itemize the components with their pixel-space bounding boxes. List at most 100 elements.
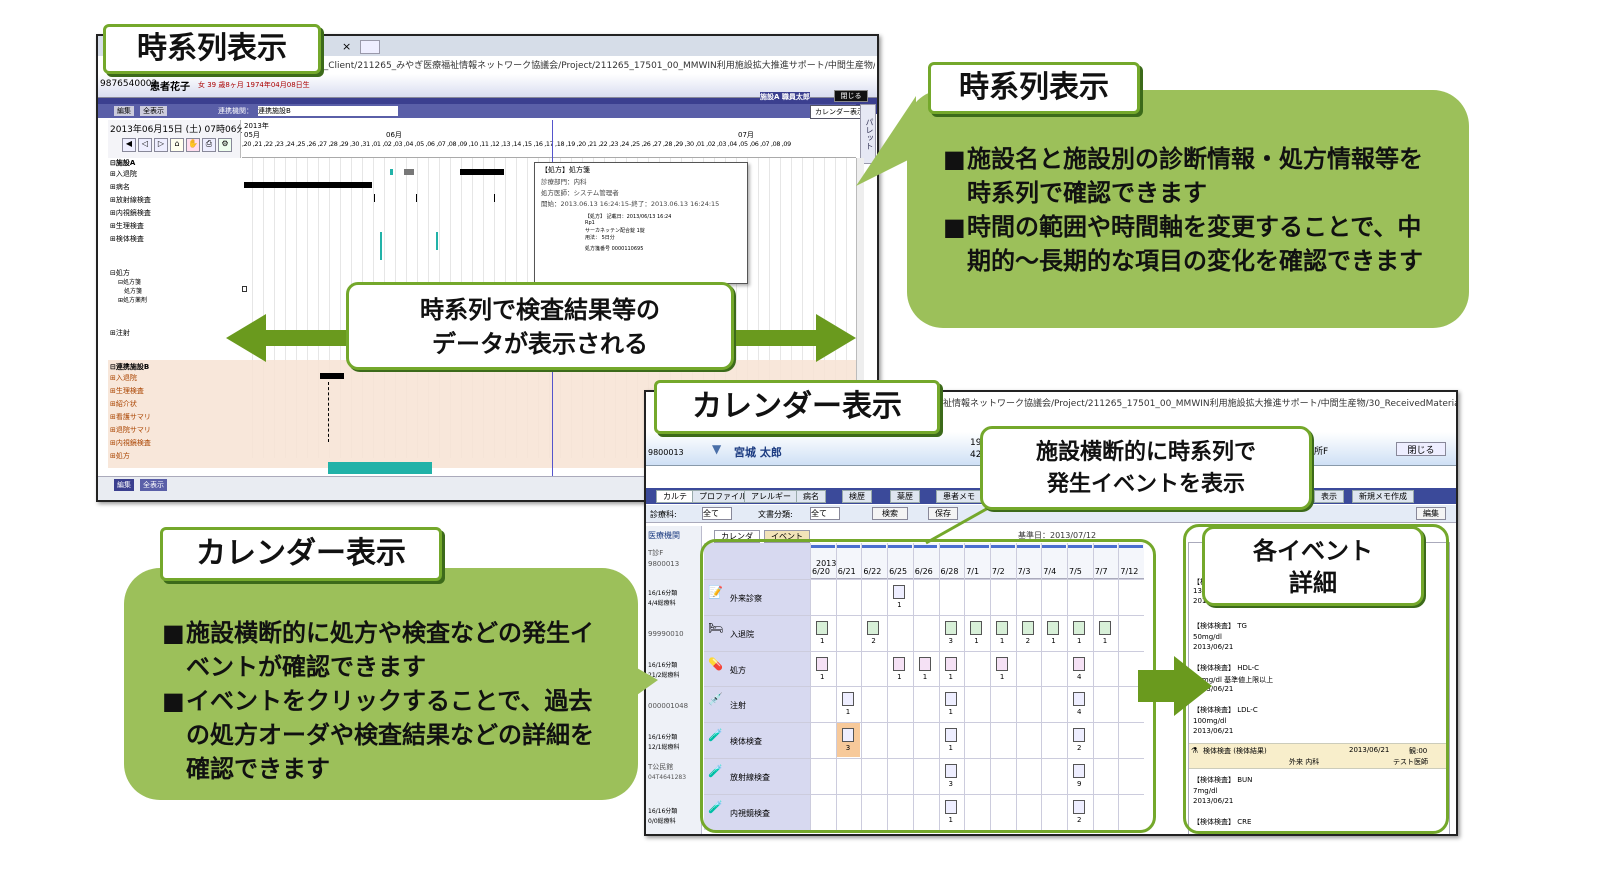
tab-profile[interactable]: プロファイル	[692, 490, 754, 503]
calendar-event-icon[interactable]	[1073, 692, 1085, 707]
calendar-event-icon[interactable]	[1073, 656, 1085, 671]
fl-4[interactable]: 99990010	[648, 630, 684, 638]
nav-next-icon[interactable]: ▷	[154, 138, 168, 152]
row-b-admission[interactable]: ⊞入退院	[110, 374, 137, 382]
calendar-event-icon[interactable]	[893, 585, 906, 599]
row-prescription[interactable]: ⊟処方	[110, 269, 130, 277]
calendar-event-icon[interactable]	[841, 728, 854, 743]
row-rx-form[interactable]: ⊟処方箋	[118, 279, 142, 286]
bottom-tab-edit[interactable]: 編集	[114, 479, 134, 491]
calendar-event-icon[interactable]	[816, 620, 828, 635]
detail-section-header[interactable]: ⚗ 検体検査 (検体結果) 2013/06/21 観:00 外来 内科 テスト医…	[1189, 743, 1449, 769]
calendar-event-icon[interactable]	[1073, 799, 1085, 814]
dept-select[interactable]: 全て	[702, 507, 732, 520]
calendar-event-icon[interactable]	[944, 656, 957, 671]
row-b-referral[interactable]: ⊞紹介状	[110, 400, 137, 408]
fl-11[interactable]: 04T4641283	[648, 774, 687, 781]
calendar-event-icon[interactable]	[1021, 620, 1034, 635]
tab-exam-history[interactable]: 検歴	[842, 490, 872, 503]
calendar-event-icon[interactable]	[1073, 764, 1085, 778]
row-physiology[interactable]: ⊞生理検査	[110, 222, 144, 230]
calendar-event-icon[interactable]	[995, 620, 1008, 635]
row-endoscopy[interactable]: ⊞内視鏡検査	[110, 209, 151, 217]
print-icon[interactable]: ⎙	[202, 138, 216, 152]
edit-button[interactable]: 編集	[1416, 507, 1446, 520]
event-bar-disease[interactable]	[244, 182, 372, 188]
row-radiology[interactable]: ⊞放射線検査	[110, 196, 151, 204]
doc-select[interactable]: 全て	[810, 507, 840, 520]
fl-7[interactable]: 000001048	[648, 702, 689, 710]
home-icon[interactable]: ⌂	[170, 138, 184, 152]
calendar-event-icon[interactable]	[944, 799, 957, 814]
bottom-tab-all[interactable]: 全表示	[140, 479, 167, 491]
calendar-event-icon[interactable]	[918, 656, 931, 671]
fl-1[interactable]: 9800013	[648, 560, 680, 568]
row-admission[interactable]: ⊞入退院	[110, 170, 137, 178]
fl-0[interactable]: T診F	[648, 549, 664, 557]
tab-close-icon[interactable]: ×	[342, 40, 352, 53]
event-bar-b-prescription[interactable]	[328, 462, 432, 474]
nav-prev-icon[interactable]: ◁	[138, 138, 152, 152]
tab-edit[interactable]: 編集	[114, 106, 134, 116]
event-bar-admission-2[interactable]	[460, 169, 504, 175]
row-specimen[interactable]: ⊞検体検査	[110, 235, 144, 243]
event-mark-radiology-1[interactable]	[374, 194, 375, 202]
row-rx-form-item[interactable]: 処方箋	[124, 288, 143, 295]
new-memo-button[interactable]: 新規メモ作成	[1352, 490, 1414, 503]
event-mark-admission-teal[interactable]	[390, 169, 393, 175]
calendar-event-icon[interactable]	[1098, 620, 1111, 635]
close-button[interactable]: 閉じる	[834, 90, 868, 102]
search-button[interactable]: 検索	[872, 507, 908, 520]
calendar-event-icon[interactable]	[944, 620, 957, 635]
row-b-endoscopy[interactable]: ⊞内視鏡検査	[110, 439, 151, 447]
row-disease[interactable]: ⊞病名	[110, 183, 130, 191]
tab-karte[interactable]: カルテ	[656, 490, 694, 503]
tab-patient-memo[interactable]: 患者メモ	[936, 490, 982, 503]
row-facility-b[interactable]: ⊟連携施設B	[110, 363, 150, 371]
calendar-event-icon[interactable]	[893, 656, 906, 671]
event-mark-specimen-1[interactable]	[380, 232, 382, 260]
calendar-event-icon[interactable]	[1073, 620, 1085, 635]
tab-all[interactable]: 全表示	[140, 106, 167, 116]
palette-bar[interactable]: パレット	[860, 104, 876, 164]
event-bar-admission-1[interactable]	[404, 169, 414, 175]
calendar-address-bar[interactable]: 医療福祉情報ネットワーク協議会/Project/211265_17501_00_…	[916, 399, 1456, 409]
new-tab-button[interactable]	[360, 40, 380, 54]
hand-icon[interactable]: ✋	[186, 138, 200, 152]
save-button[interactable]: 保存	[928, 507, 958, 520]
event-mark-radiology-2[interactable]	[416, 194, 417, 202]
tab-drug-history[interactable]: 薬歴	[890, 490, 920, 503]
calendar-event-icon[interactable]	[867, 620, 880, 635]
calendar-event-icon[interactable]	[970, 620, 983, 635]
link-select[interactable]: 連携施設B	[258, 106, 398, 116]
row-b-prescription[interactable]: ⊞処方	[110, 452, 130, 460]
settings-icon[interactable]: ⚙	[218, 138, 232, 152]
calendar-event-icon[interactable]	[816, 656, 828, 671]
event-mark-rx[interactable]	[242, 286, 247, 292]
calendar-event-icon[interactable]	[1047, 620, 1060, 635]
row-rx-drug[interactable]: ⊞処方薬剤	[118, 297, 148, 304]
tab-disease[interactable]: 病名	[796, 490, 826, 503]
cal-close-button[interactable]: 閉じる	[1396, 442, 1446, 456]
row-injection[interactable]: ⊞注射	[110, 329, 130, 337]
event-mark-specimen-2[interactable]	[436, 232, 438, 250]
row-facility-a[interactable]: ⊟施設A	[110, 159, 136, 167]
nav-first-icon[interactable]: ◀	[122, 138, 136, 152]
address-bar[interactable]: 2_Client/211265_みやぎ医療福祉情報ネットワーク協議会/Proje…	[318, 61, 875, 71]
calendar-event-icon[interactable]	[841, 692, 854, 707]
calendar-event-icon[interactable]	[944, 764, 957, 778]
calendar-event-icon[interactable]	[995, 656, 1008, 671]
calendar-event-icon[interactable]	[1073, 728, 1085, 743]
calendar-event-icon[interactable]	[944, 728, 957, 743]
vertical-scrollbar[interactable]	[856, 158, 864, 468]
event-bar-b-admission[interactable]	[320, 373, 344, 379]
row-b-discharge[interactable]: ⊞退院サマリ	[110, 426, 151, 434]
chevron-down-icon[interactable]: ▼	[712, 442, 722, 456]
calendar-view-button[interactable]: カレンダー表示	[810, 105, 869, 119]
row-b-nursing[interactable]: ⊞看護サマリ	[110, 413, 151, 421]
row-b-physiology[interactable]: ⊞生理検査	[110, 387, 144, 395]
tab-display[interactable]: 表示	[1314, 490, 1344, 503]
fl-10[interactable]: T公民館	[648, 763, 674, 771]
calendar-event-icon[interactable]	[944, 692, 957, 707]
event-mark-radiology-3[interactable]	[494, 194, 495, 202]
